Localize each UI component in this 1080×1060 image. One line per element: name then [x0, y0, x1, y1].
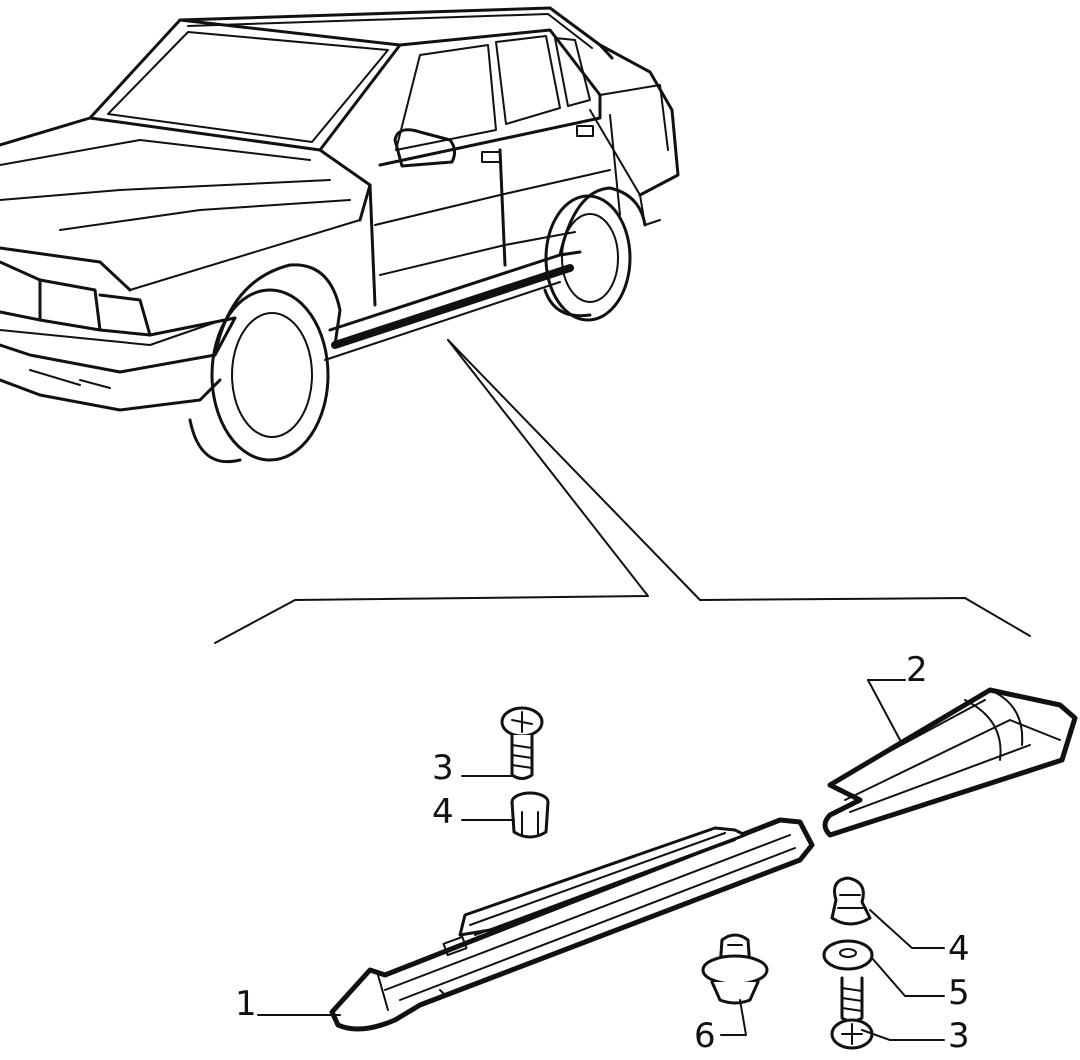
callout-labels: 1 2 3 4 4 5 6 3: [235, 650, 970, 1056]
part-1-sill-trim: [329, 817, 815, 1032]
clip-nut-4-upper: [510, 791, 550, 839]
push-clip-6: [701, 933, 769, 1005]
screw-3-upper: [500, 706, 544, 780]
washer-5: [822, 939, 874, 971]
callout-1: 1: [235, 984, 257, 1024]
clip-nut-4-lower: [830, 876, 872, 926]
sedan-car-illustration: [0, 6, 680, 464]
callout-leaders: [257, 679, 945, 1041]
callout-2: 2: [906, 650, 928, 690]
callout-5: 5: [948, 973, 970, 1013]
callout-4-lower: 4: [948, 929, 970, 969]
explosion-leader-lines: [214, 339, 1031, 644]
part-2-rear-trim: [822, 687, 1078, 838]
callout-4-upper: 4: [432, 792, 454, 832]
callout-6: 6: [694, 1016, 716, 1056]
screw-3-lower: [830, 976, 874, 1050]
callout-3-upper: 3: [432, 748, 454, 788]
callout-3-lower: 3: [948, 1016, 970, 1056]
